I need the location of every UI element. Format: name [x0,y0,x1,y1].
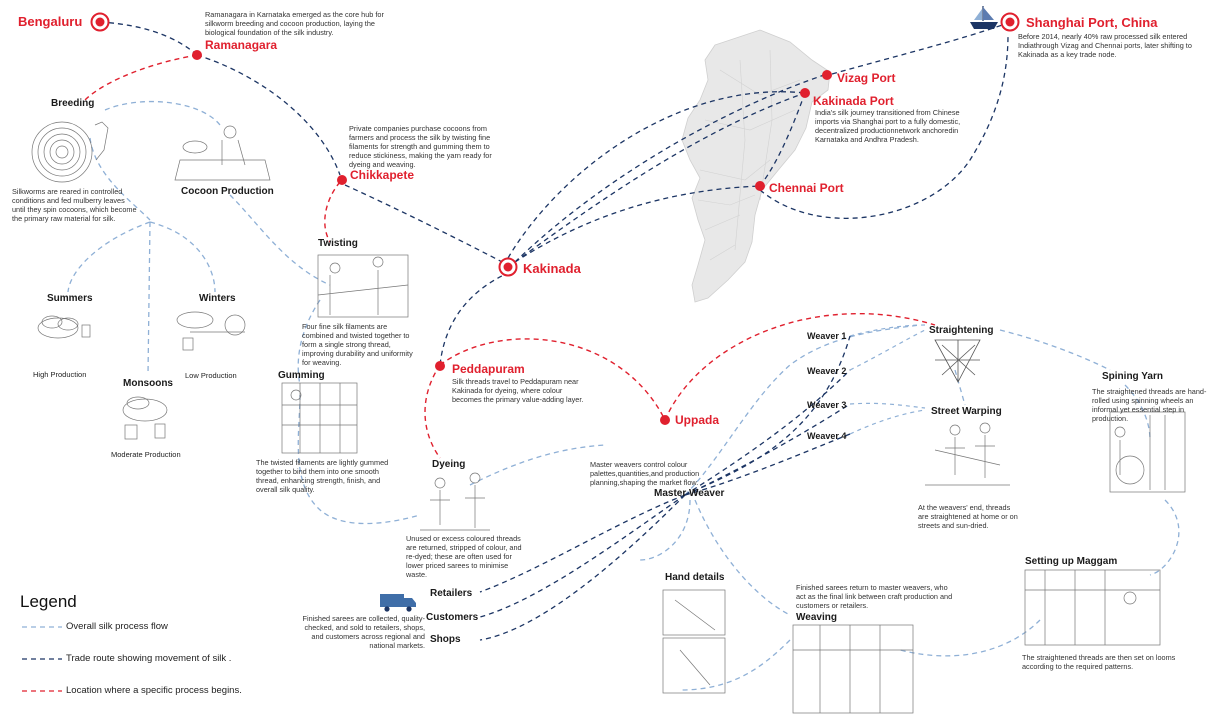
label-customers: Customers [426,612,479,623]
label-cocoon-production: Cocoon Production [181,186,274,197]
label-monsoons: Monsoons [123,378,173,389]
label-weaver-3: Weaver 3 [807,400,847,410]
label-shanghai-port: Shanghai Port, China [1026,15,1158,30]
desc-gumming: The twisted filaments are lightly gummed… [256,458,389,494]
label-gumming: Gumming [278,370,325,381]
label-summers: Summers [47,293,93,304]
desc-street-warping: At the weavers' end, threads are straigh… [918,503,1018,530]
legend-title: Legend [20,592,77,611]
label-spining-yarn: Spining Yarn [1102,371,1163,382]
desc-breeding: Silkworms are reared in controlled condi… [12,187,137,223]
label-uppada: Uppada [675,413,720,427]
label-hand-details: Hand details [665,572,725,583]
label-peddapuram: Peddapuram [452,362,525,376]
label-twisting: Twisting [318,238,358,249]
ship-icon [970,6,998,29]
label-weaving: Weaving [796,612,837,623]
desc-peddapuram: Silk threads travel to Peddapuram near K… [452,377,584,404]
label-master-weaver: Master Weaver [654,488,725,499]
desc-ramanagara: Ramanagara in Karnataka emerged as the c… [205,10,384,37]
label-retailers: Retailers [430,588,473,599]
desc-maggam: The straightened threads are then set on… [1022,653,1176,671]
dyeing-illustration [420,472,490,531]
label-high-production: High Production [33,370,87,379]
label-chennai-port: Chennai Port [769,181,844,195]
process-flow-lines [67,101,1180,691]
label-chikkapete: Chikkapete [350,168,415,182]
label-weaver-1: Weaver 1 [807,331,847,341]
label-vizag-port: Vizag Port [837,71,896,85]
desc-dyeing: Unused or excess coloured threads are re… [406,534,522,579]
winters-illustration [176,311,246,351]
desc-weaving: Finished sarees return to master weavers… [796,583,953,610]
weaver-links [849,324,926,435]
label-setting-up-maggam: Setting up Maggam [1025,556,1118,567]
maggam-illustration [1024,569,1161,646]
monsoons-illustration [122,396,168,440]
spining-yarn-illustration [1109,411,1186,493]
weaving-illustration [792,624,914,714]
breeding-illustration [31,121,109,183]
desc-kakinada-port: India's silk journey transitioned from C… [815,108,961,144]
location-markers [90,12,1020,425]
label-bengaluru: Bengaluru [18,14,83,29]
label-weaver-4: Weaver 4 [807,431,847,441]
gumming-illustration [281,382,358,454]
summers-illustration [37,315,91,339]
truck-icon [380,594,416,612]
label-kakinada: Kakinada [523,261,581,276]
legend-swatches [22,626,62,692]
legend-item-process-flow: Overall silk process flow [66,621,168,632]
process-begin-routes [84,54,936,459]
label-straightening: Straightening [929,325,994,336]
straightening-illustration [934,339,981,383]
twisting-illustration [317,254,409,318]
label-dyeing: Dyeing [432,459,466,470]
label-shops: Shops [430,634,461,645]
desc-spining-yarn: The straightened threads are hand-rolled… [1092,387,1207,423]
trade-routes [99,21,1009,641]
desc-master-weaver: Master weavers control colour palettes,q… [590,460,700,487]
hand-details-illustration [662,589,726,694]
label-ramanagara: Ramanagara [205,38,278,52]
label-weaver-2: Weaver 2 [807,366,847,376]
legend-item-trade-route: Trade route showing movement of silk . [66,653,232,664]
label-winters: Winters [199,293,236,304]
label-breeding: Breeding [51,98,95,109]
desc-chikkapete: Private companies purchase cocoons from … [349,124,492,169]
desc-twisting: Four fine silk filaments are combined an… [302,322,413,367]
india-map [681,29,831,303]
label-street-warping: Street Warping [931,406,1002,417]
cocoon-illustration [174,125,271,181]
label-kakinada-port: Kakinada Port [813,94,894,108]
label-low-production: Low Production [185,371,237,380]
legend-item-process-begins: Location where a specific process begins… [66,685,242,696]
desc-shanghai: Before 2014, nearly 40% raw processed si… [1018,32,1192,59]
street-warping-illustration [925,422,1010,486]
label-moderate-production: Moderate Production [111,450,181,459]
desc-retail: Finished sarees are collected, quality-c… [302,614,426,650]
map-roads [697,49,801,261]
